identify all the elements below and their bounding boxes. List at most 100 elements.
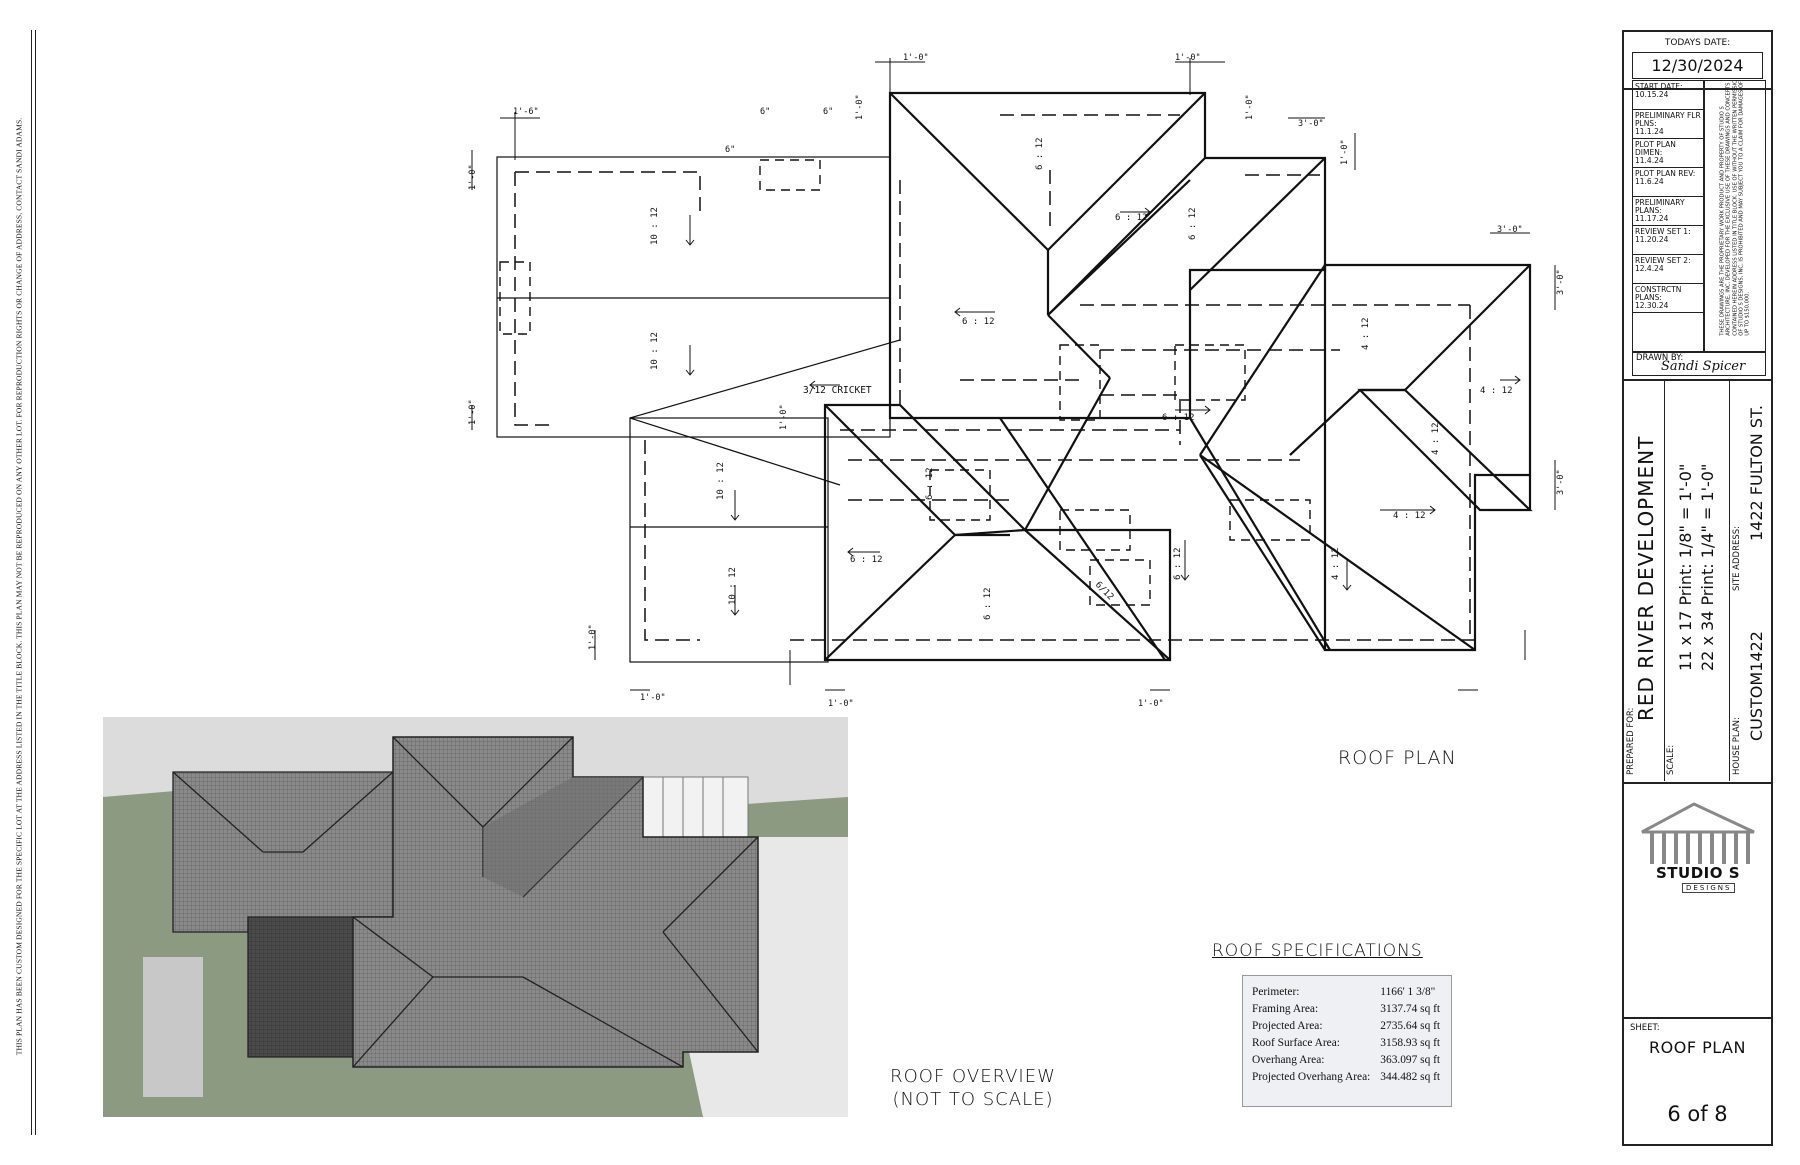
- dimension-label: 1'-0": [468, 399, 478, 425]
- border-line: [31, 30, 32, 1135]
- dimension-label: 1'-0": [903, 53, 929, 63]
- house-plan-col: HOUSE PLAN: CUSTOM1422 SITE ADDRESS: 142…: [1730, 381, 1771, 781]
- schedule-label: START DATE:: [1635, 82, 1683, 91]
- schedule-item: PRELIMINARY PLANS:11.17.24: [1633, 197, 1703, 226]
- dimension-label: 1'-0": [1245, 94, 1255, 120]
- sheet-title: ROOF PLAN: [1649, 1038, 1746, 1057]
- house-plan: CUSTOM1422: [1747, 631, 1766, 741]
- schedule-date: 11.6.24: [1635, 177, 1664, 186]
- spec-value: 3137.74 sq ft: [1380, 1003, 1441, 1015]
- schedule-label: REVIEW SET 2:: [1635, 256, 1691, 265]
- schedule-date: 11.17.24: [1635, 214, 1669, 223]
- spec-value: 344.482 sq ft: [1380, 1071, 1441, 1083]
- schedule-date: 11.1.24: [1635, 127, 1664, 136]
- dimension-label: 1'-0": [855, 94, 865, 120]
- schedule-date: 12.4.24: [1635, 264, 1664, 273]
- schedule-date: 11.20.24: [1635, 235, 1669, 244]
- drawn-by-box: DRAWN BY: Sandi Spicer: [1632, 352, 1766, 376]
- spec-label: Overhang Area:: [1252, 1054, 1325, 1066]
- spec-label: Perimeter:: [1252, 986, 1300, 998]
- sheet-label: SHEET:: [1630, 1023, 1660, 1033]
- scale-label: SCALE:: [1666, 744, 1676, 775]
- pitch-label: 10 : 12: [650, 332, 660, 370]
- logo-house-icon: [1641, 802, 1755, 864]
- pitch-label: 6 : 12: [850, 555, 883, 565]
- drawn-by-label: DRAWN BY:: [1636, 353, 1684, 363]
- roof-specs-title: ROOF SPECIFICATIONS: [1212, 941, 1423, 961]
- spec-row: Roof Surface Area: 3158.93 sq ft: [1250, 1035, 1444, 1052]
- pitch-label: 6 : 12: [1173, 547, 1183, 580]
- spec-row: Projected Overhang Area: 344.482 sq ft: [1250, 1069, 1444, 1086]
- schedule-item: REVIEW SET 2:12.4.24: [1633, 255, 1703, 284]
- logo-text: STUDIO S: [1656, 864, 1741, 882]
- dimension-label: 3'-0": [1556, 269, 1566, 295]
- dimension-label: 3'-0": [1298, 119, 1324, 129]
- spec-row: Overhang Area: 363.097 sq ft: [1250, 1052, 1444, 1069]
- pitch-label: 6 : 12: [1035, 137, 1045, 170]
- house-plan-label: HOUSE PLAN:: [1732, 717, 1742, 775]
- side-disclaimer: THIS PLAN HAS BEEN CUSTOM DESIGNED FOR T…: [0, 0, 40, 1165]
- title-block: TODAYS DATE: 12/30/2024 START DATE:10.15…: [1622, 30, 1773, 1146]
- schedule-label: PRELIMINARY FLR PLNS:: [1635, 111, 1701, 128]
- pitch-label: 4 : 12: [1431, 422, 1441, 455]
- schedule-date: 10.15.24: [1635, 90, 1669, 99]
- spec-value: 363.097 sq ft: [1380, 1054, 1441, 1066]
- dimension-label: 6": [760, 107, 770, 117]
- pitch-label: 10 : 12: [728, 567, 738, 605]
- schedule-item: REVIEW SET 1:11.20.24: [1633, 226, 1703, 255]
- schedule-label: PLOT PLAN DIMEN:: [1635, 140, 1676, 157]
- roof-plan-title: ROOF PLAN: [1338, 747, 1457, 769]
- pitch-label: 10 : 12: [716, 462, 726, 500]
- logo-sub: DESIGNS: [1682, 883, 1736, 893]
- dimension-label: 6": [725, 145, 735, 155]
- sheet-number: 6 of 8: [1667, 1102, 1728, 1126]
- copyright-text: THESE DRAWINGS ARE THE PROPRIETARY WORK …: [1719, 80, 1751, 336]
- todays-date-label: TODAYS DATE:: [1664, 38, 1731, 48]
- pitch-label: 6 : 12: [983, 587, 993, 620]
- dimension-label: 1'-0": [468, 164, 478, 190]
- pitch-label: 6 : 12: [962, 317, 995, 327]
- pitch-label: 6 : 12: [925, 467, 935, 500]
- spec-label: Projected Overhang Area:: [1252, 1071, 1371, 1083]
- roof-overview-title: ROOF OVERVIEW (NOT TO SCALE): [868, 1065, 1078, 1111]
- todays-date: 12/30/2024: [1632, 52, 1763, 79]
- spec-value: 3158.93 sq ft: [1380, 1037, 1441, 1049]
- scale-line-1: 11 x 17 Print: 1/8" = 1'-0": [1676, 463, 1695, 671]
- schedule-item: START DATE:10.15.24: [1633, 81, 1703, 110]
- dimension-label: 1'-6": [513, 107, 539, 117]
- client-name: RED RIVER DEVELOPMENT: [1634, 435, 1658, 721]
- pitch-label: 4 : 12: [1393, 511, 1426, 521]
- pitch-label: 4 : 12: [1361, 317, 1371, 350]
- scale-line-2: 22 x 34 Print: 1/4" = 1'-0": [1698, 463, 1717, 671]
- pitch-label: 6 : 12: [1162, 413, 1195, 423]
- schedule-date: 11.4.24: [1635, 156, 1664, 165]
- schedule-item: CONSTRCTN PLANS:12.30.24: [1633, 284, 1703, 313]
- pitch-label: 4 : 12: [1480, 386, 1513, 396]
- schedule-label: PRELIMINARY PLANS:: [1635, 198, 1685, 215]
- schedule-item: PLOT PLAN DIMEN:11.4.24: [1633, 139, 1703, 168]
- pitch-label: 6 : 12: [1188, 207, 1198, 240]
- spec-value: 1166' 1 3/8": [1380, 986, 1436, 998]
- sheet-box: SHEET: ROOF PLAN 6 of 8: [1624, 1020, 1771, 1140]
- project-info: PREPARED FOR: RED RIVER DEVELOPMENT SCAL…: [1624, 381, 1771, 781]
- schedule-item: PRELIMINARY FLR PLNS:11.1.24: [1633, 110, 1703, 139]
- dimension-label: 6": [823, 107, 833, 117]
- dimension-label: 1'-0": [640, 693, 666, 703]
- spec-row: Perimeter: 1166' 1 3/8": [1250, 984, 1444, 1001]
- spec-value: 2735.64 sq ft: [1380, 1020, 1441, 1032]
- site-address-label: SITE ADDRESS:: [1732, 525, 1742, 591]
- spec-label: Roof Surface Area:: [1252, 1037, 1340, 1049]
- roof-overview-render: [103, 717, 848, 1117]
- spec-label: Projected Area:: [1252, 1020, 1323, 1032]
- site-address: 1422 FULTON ST.: [1747, 405, 1766, 541]
- far-right-roof: [1357, 388, 1533, 512]
- date-box: TODAYS DATE: 12/30/2024: [1624, 32, 1771, 90]
- schedule-label: REVIEW SET 1:: [1635, 227, 1691, 236]
- schedule-label: CONSTRCTN PLANS:: [1635, 285, 1682, 302]
- schedule-label: PLOT PLAN REV:: [1635, 169, 1696, 178]
- overview-title-line1: ROOF OVERVIEW: [890, 1066, 1056, 1087]
- dimension-label: 1'-0": [1138, 699, 1164, 709]
- scale-col: SCALE: 11 x 17 Print: 1/8" = 1'-0" 22 x …: [1664, 381, 1729, 781]
- spec-row: Framing Area:3137.74 sq ft: [1250, 1001, 1444, 1018]
